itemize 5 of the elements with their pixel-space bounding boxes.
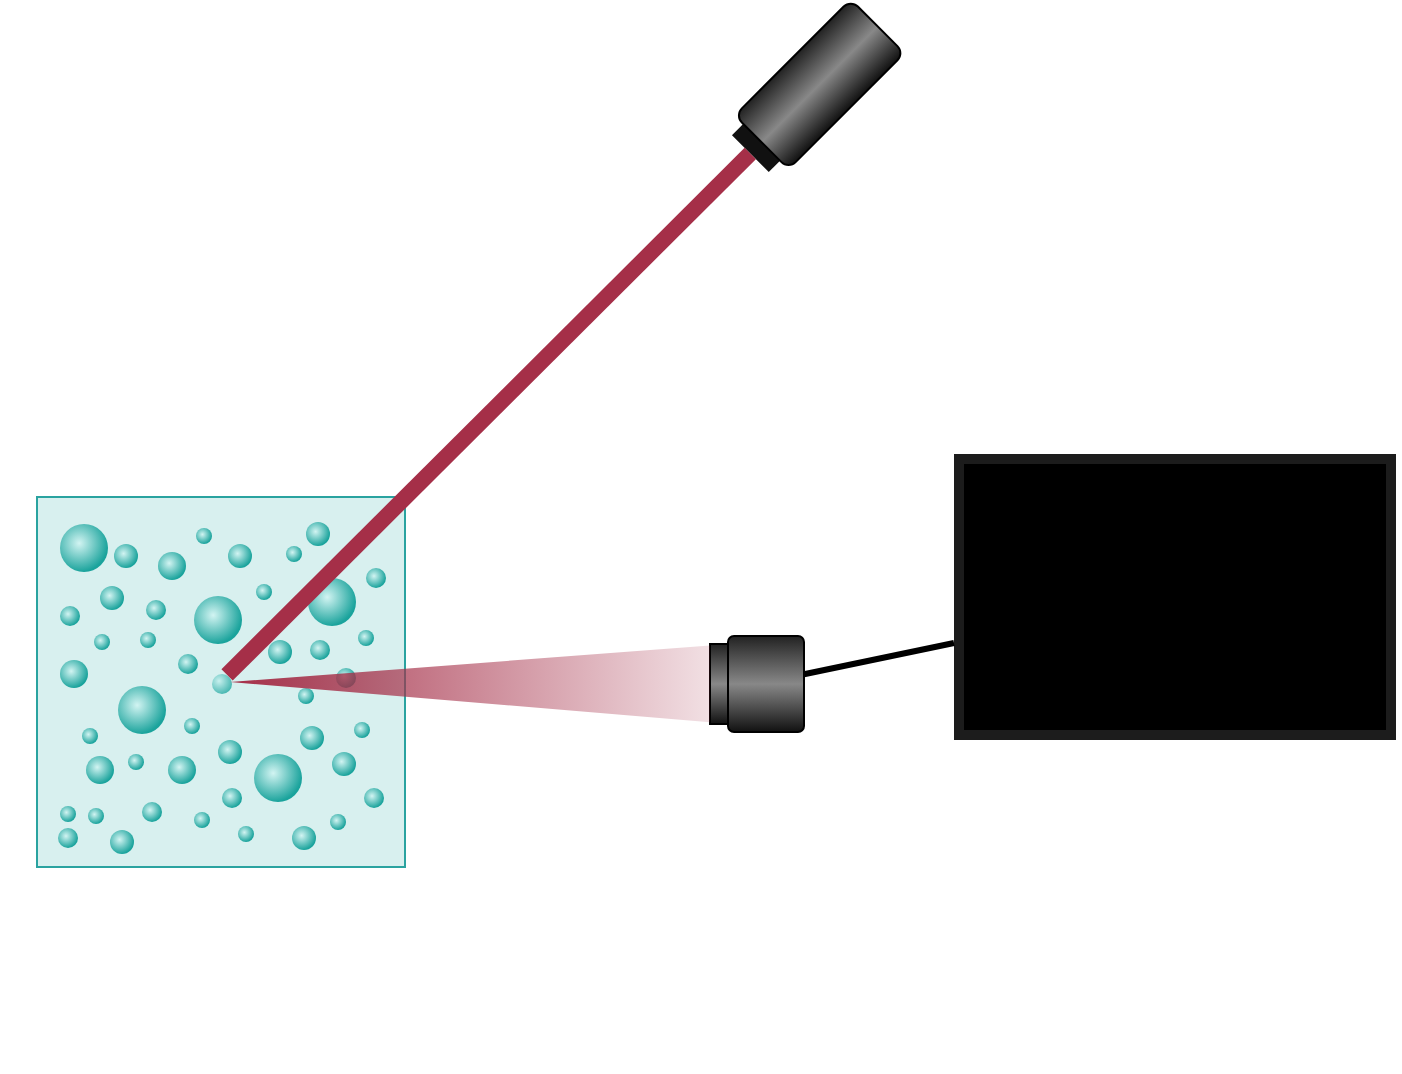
cable [803, 640, 955, 678]
detector-drawing [710, 636, 804, 732]
particle [212, 674, 232, 694]
scattered-light-cone [230, 645, 710, 723]
monitor-screen [954, 454, 1396, 740]
